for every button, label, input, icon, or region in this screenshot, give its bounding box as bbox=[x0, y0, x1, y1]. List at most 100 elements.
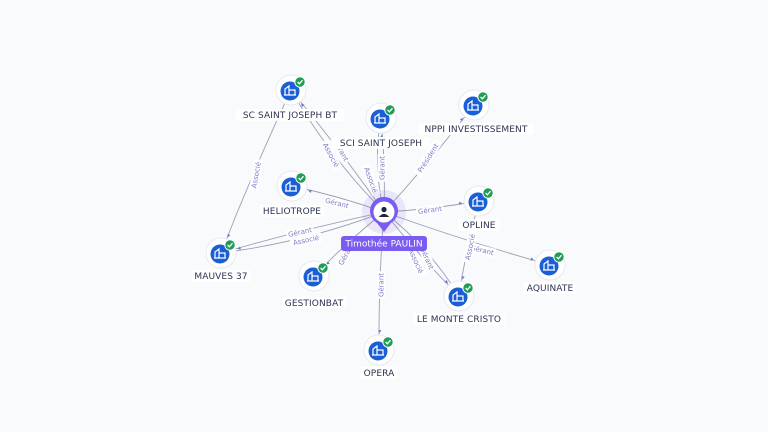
company-node-dot bbox=[448, 287, 468, 307]
edge-arrow bbox=[378, 329, 382, 334]
company-building-icon bbox=[214, 247, 226, 259]
edge-label: Associé bbox=[248, 158, 264, 192]
edge-label-bg bbox=[285, 224, 315, 240]
company-name: AQUINATE bbox=[527, 284, 574, 294]
edge-label-text: Gérant bbox=[324, 197, 350, 211]
company-node-gestionbat[interactable]: GESTIONBAT bbox=[282, 260, 346, 309]
edge-label-text: Gérant bbox=[418, 205, 443, 216]
edge-arrow bbox=[301, 103, 305, 107]
company-building-icon bbox=[472, 195, 484, 207]
company-label-bg bbox=[413, 313, 505, 325]
company-name: SCI SAINT JOSEPH bbox=[340, 139, 422, 149]
company-name: HELIOTROPE bbox=[263, 207, 321, 217]
company-building-icon bbox=[467, 99, 479, 111]
company-label-bg bbox=[361, 367, 397, 379]
company-node-dot bbox=[210, 244, 230, 264]
center-label-bg bbox=[341, 236, 427, 251]
edge-arrow bbox=[530, 257, 534, 261]
company-building-icon bbox=[374, 112, 386, 124]
company-node-mauves-37[interactable]: MAUVES 37 bbox=[191, 237, 251, 282]
company-node-opera[interactable]: OPERA bbox=[361, 334, 397, 379]
check-mark bbox=[227, 242, 233, 248]
edge-label-bg bbox=[415, 203, 445, 217]
verified-check-icon bbox=[462, 282, 474, 294]
check-mark bbox=[465, 285, 471, 291]
verified-check-icon bbox=[482, 187, 494, 199]
company-node-sci-saint-joseph[interactable]: SCI SAINT JOSEPH bbox=[332, 102, 430, 149]
company-node-heliotrope[interactable]: HELIOTROPE bbox=[260, 170, 324, 217]
company-name: OPERA bbox=[364, 369, 395, 379]
edge-label-bg bbox=[413, 138, 443, 178]
company-building-icon bbox=[372, 344, 384, 356]
edge-label-text: Associé bbox=[362, 166, 379, 194]
company-node-sc-saint-joseph-bt[interactable]: SC SAINT JOSEPH BT bbox=[235, 74, 345, 121]
company-node-opline[interactable]: OPLINE bbox=[458, 185, 500, 231]
edge-label: Gérant bbox=[415, 203, 445, 217]
check-mark bbox=[485, 190, 491, 196]
check-mark bbox=[297, 79, 303, 85]
company-label-bg bbox=[523, 282, 577, 294]
company-building-icon bbox=[285, 180, 297, 192]
edge-arrow bbox=[444, 280, 448, 284]
check-mark bbox=[298, 175, 304, 181]
edge-arrow bbox=[326, 261, 330, 265]
edge-label-bg bbox=[289, 232, 323, 248]
edge-aquinate-1 bbox=[383, 211, 551, 266]
edge-arrow bbox=[458, 201, 463, 205]
center-node[interactable]: Timothée PAULIN bbox=[341, 190, 427, 251]
check-mark bbox=[320, 265, 326, 271]
company-node-le-monte-cristo[interactable]: LE MONTE CRISTO bbox=[413, 280, 505, 325]
company-label-bg bbox=[235, 109, 345, 121]
company-node-dot bbox=[303, 267, 323, 287]
verified-check-icon bbox=[295, 172, 307, 184]
company-building-icon bbox=[307, 270, 319, 282]
edge-arrow bbox=[459, 118, 464, 122]
check-mark bbox=[385, 339, 391, 345]
edge-label-bg bbox=[248, 158, 264, 192]
company-label-bg bbox=[191, 270, 251, 282]
company-name: OPLINE bbox=[462, 221, 495, 231]
verified-check-icon bbox=[224, 239, 236, 251]
edge-arrow bbox=[308, 189, 312, 193]
company-node-dot bbox=[281, 177, 301, 197]
edge-label-text: Associé bbox=[250, 161, 262, 188]
company-label-bg bbox=[332, 137, 430, 149]
check-mark bbox=[387, 107, 393, 113]
company-label-bg bbox=[418, 123, 534, 135]
edge-label: Gérant bbox=[377, 154, 387, 182]
company-name: GESTIONBAT bbox=[285, 299, 344, 309]
company-node-dot bbox=[280, 81, 300, 101]
edge-label-bg bbox=[462, 230, 478, 264]
edge-label-bg bbox=[405, 244, 427, 278]
verified-check-icon bbox=[317, 262, 329, 274]
edge-label: Gérant bbox=[376, 271, 386, 299]
company-node-dot bbox=[368, 341, 388, 361]
verified-check-icon bbox=[382, 336, 394, 348]
company-node-dot bbox=[370, 109, 390, 129]
edge-label-bg bbox=[322, 195, 352, 211]
edge-label-bg bbox=[361, 163, 381, 197]
company-label-bg bbox=[260, 205, 324, 217]
company-name: NPPI INVESTISSEMENT bbox=[425, 125, 528, 135]
verified-check-icon bbox=[294, 76, 306, 88]
edge-label-text: Gérant bbox=[378, 273, 386, 297]
company-node-aquinate[interactable]: AQUINATE bbox=[523, 249, 577, 294]
company-building-icon bbox=[452, 290, 464, 302]
company-building-icon bbox=[284, 84, 296, 96]
person-icon bbox=[378, 206, 390, 217]
company-name: SC SAINT JOSEPH BT bbox=[243, 111, 338, 121]
edge-arrow bbox=[461, 276, 465, 280]
company-node-nppi-investissement[interactable]: NPPI INVESTISSEMENT bbox=[418, 89, 534, 135]
check-mark bbox=[556, 254, 562, 260]
edge-label-bg bbox=[376, 271, 386, 299]
company-label-bg bbox=[458, 219, 500, 231]
edge-arrow bbox=[227, 233, 231, 238]
edge-label-bg bbox=[319, 138, 343, 172]
edge-label-bg bbox=[377, 154, 387, 182]
verified-check-icon bbox=[553, 251, 565, 263]
company-building-icon bbox=[543, 259, 555, 271]
company-label-bg bbox=[282, 297, 346, 309]
